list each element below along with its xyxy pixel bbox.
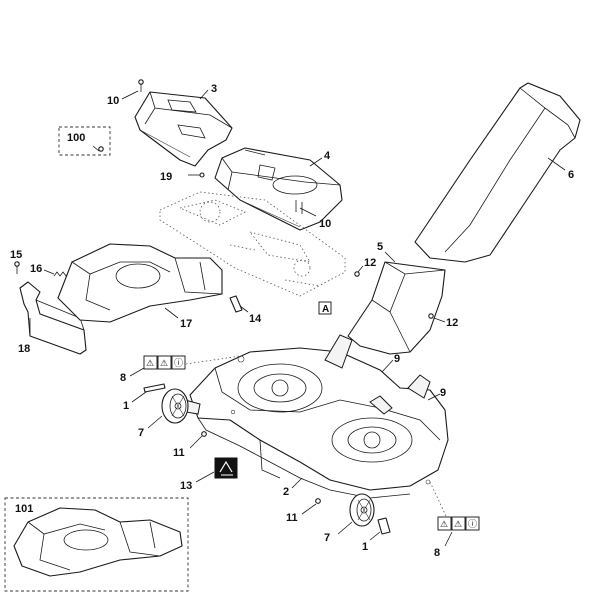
callout-12b: 12: [446, 317, 458, 329]
callout-4: 4: [324, 150, 331, 162]
callout-9b: 9: [440, 387, 446, 399]
callout-8a: 8: [120, 372, 126, 384]
part-5-deflector[interactable]: [347, 261, 446, 355]
warning-triangle-icon: ⚠: [146, 359, 154, 369]
callout-1a: 1: [123, 400, 129, 412]
callout-3: 3: [211, 83, 217, 95]
callout-18: 18: [18, 343, 30, 355]
reference-a-label: A: [322, 304, 329, 315]
wheel-7b[interactable]: [349, 493, 375, 527]
part-14-pin: [229, 295, 243, 313]
callout-1b: 1: [362, 541, 368, 553]
callout-8b: 8: [434, 547, 440, 559]
nut-12b: [428, 313, 434, 319]
warning-triangle-icon: ⚠: [440, 520, 448, 530]
warning-label-8a[interactable]: ⚠ ⚠ ⓘ: [143, 355, 186, 370]
callout-10b: 10: [319, 218, 331, 230]
callout-5: 5: [377, 241, 383, 253]
part-101-housing: [13, 507, 183, 577]
callout-7a: 7: [138, 427, 144, 439]
nut-12a: [354, 271, 360, 277]
part-6-chute[interactable]: [414, 82, 581, 263]
callout-101: 101: [15, 503, 33, 515]
part-101-kit[interactable]: 101: [4, 497, 189, 592]
warning-label-8b[interactable]: ⚠ ⚠ ⓘ: [437, 516, 480, 531]
callout-11b: 11: [286, 512, 298, 524]
part-3-top-cover[interactable]: [134, 91, 233, 167]
callout-19: 19: [160, 171, 172, 183]
pin-1b: [377, 517, 391, 535]
screw-15: [14, 261, 20, 274]
part-17-discharge-housing[interactable]: [57, 243, 223, 323]
part-13-decal[interactable]: [214, 457, 238, 479]
read-manual-icon: ⓘ: [174, 358, 183, 369]
callout-15: 15: [10, 249, 22, 261]
callout-6: 6: [568, 169, 574, 181]
callout-11a: 11: [173, 447, 185, 459]
callout-9a: 9: [394, 353, 400, 365]
read-manual-icon: ⓘ: [468, 519, 477, 530]
wheel-7a[interactable]: [161, 388, 189, 424]
callout-14: 14: [249, 313, 262, 325]
reference-a-box: A: [318, 301, 332, 315]
warning-triangle-icon: ⚠: [454, 520, 462, 530]
callout-17: 17: [180, 318, 192, 330]
callout-16: 16: [30, 263, 42, 275]
nut-11a: [201, 431, 207, 437]
callout-10a: 10: [107, 95, 119, 107]
callout-13: 13: [180, 480, 192, 492]
warning-triangle-icon: ⚠: [160, 359, 168, 369]
screw-10a: [138, 79, 144, 92]
callout-12a: 12: [364, 257, 376, 269]
screw-10b: [295, 200, 303, 214]
callout-100: 100: [67, 132, 85, 144]
screw-icon: [92, 145, 104, 152]
part-100-kit[interactable]: 100: [58, 126, 111, 156]
nut-11b: [315, 498, 321, 504]
screw-19: [188, 172, 205, 178]
mounting-plate-outline: [159, 191, 346, 297]
pin-1a: [143, 383, 166, 393]
callout-7b: 7: [324, 532, 330, 544]
callout-2: 2: [283, 486, 289, 498]
part-4-cover[interactable]: [214, 147, 343, 231]
